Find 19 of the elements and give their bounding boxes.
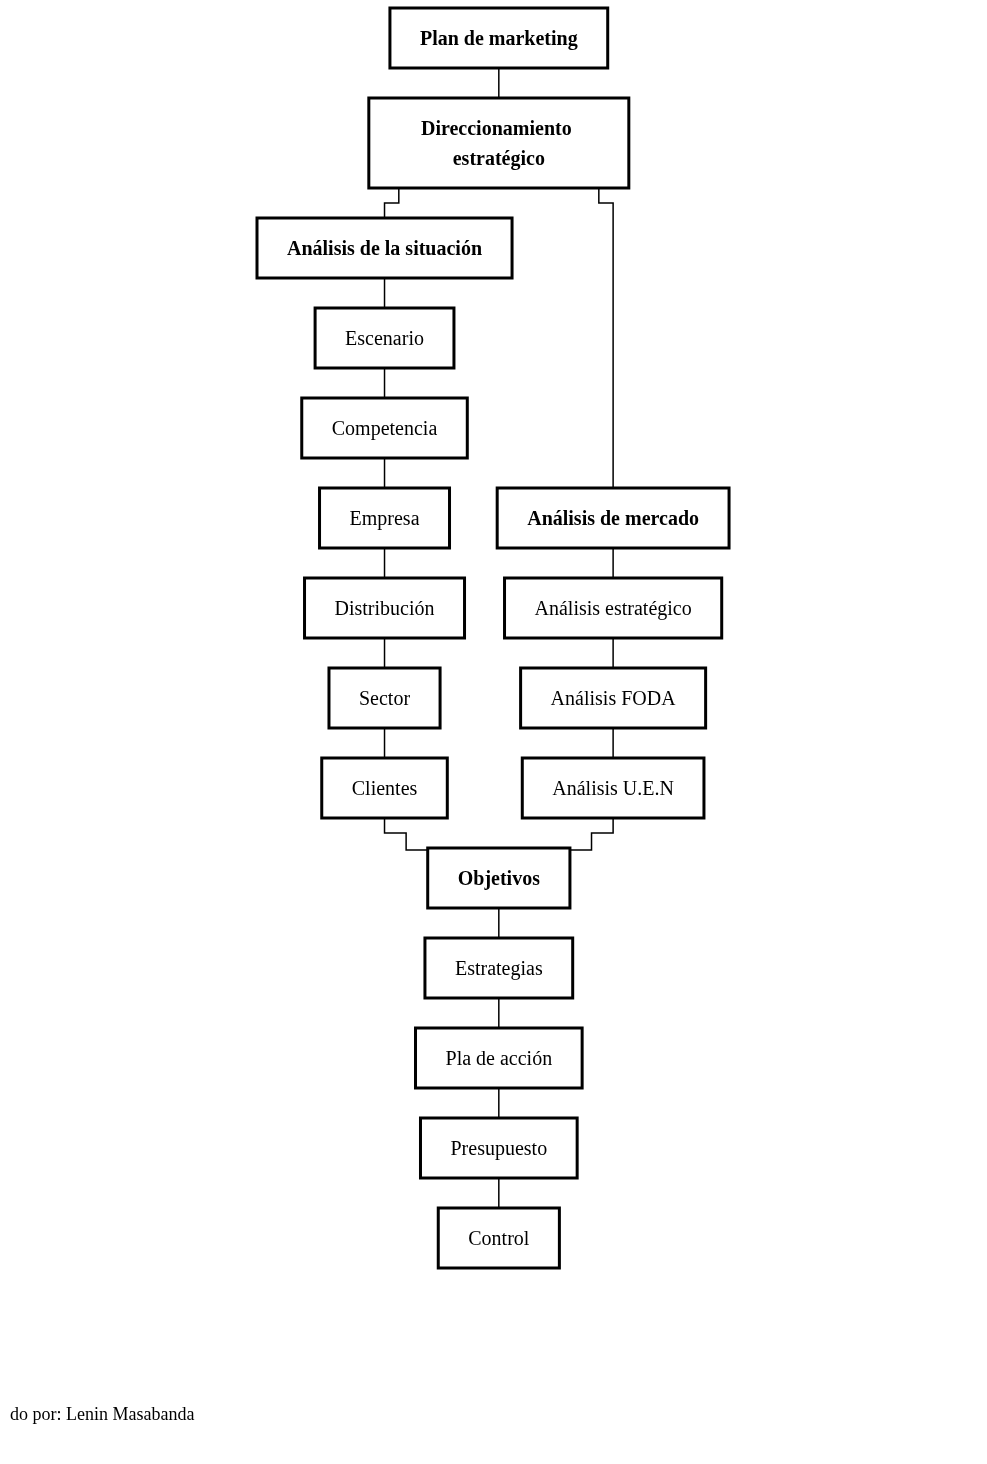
node-box: Análisis U.E.N xyxy=(521,756,706,820)
node-box: Plan de marketing xyxy=(388,6,610,70)
node-box: Análisis FODA xyxy=(519,666,708,730)
node-box: Análisis de la situación xyxy=(255,216,514,280)
node-box: Pla de acción xyxy=(414,1026,585,1090)
node-box: Empresa xyxy=(318,486,452,550)
node-box: Control xyxy=(437,1206,562,1270)
node-box: Análisis estratégico xyxy=(503,576,724,640)
node-box: Competencia xyxy=(300,396,470,460)
credit-note: do por: Lenin Masabanda xyxy=(10,1404,196,1425)
node-box: Clientes xyxy=(320,756,450,820)
node-box: Direccionamiento estratégico xyxy=(367,96,631,190)
node-box: Estrategias xyxy=(423,936,575,1000)
node-box: Presupuesto xyxy=(419,1116,580,1180)
node-box: Sector xyxy=(327,666,443,730)
node-box: Escenario xyxy=(314,306,456,370)
node-box: Distribución xyxy=(303,576,467,640)
node-box: Análisis de mercado xyxy=(496,486,731,550)
node-box: Objetivos xyxy=(426,846,572,910)
